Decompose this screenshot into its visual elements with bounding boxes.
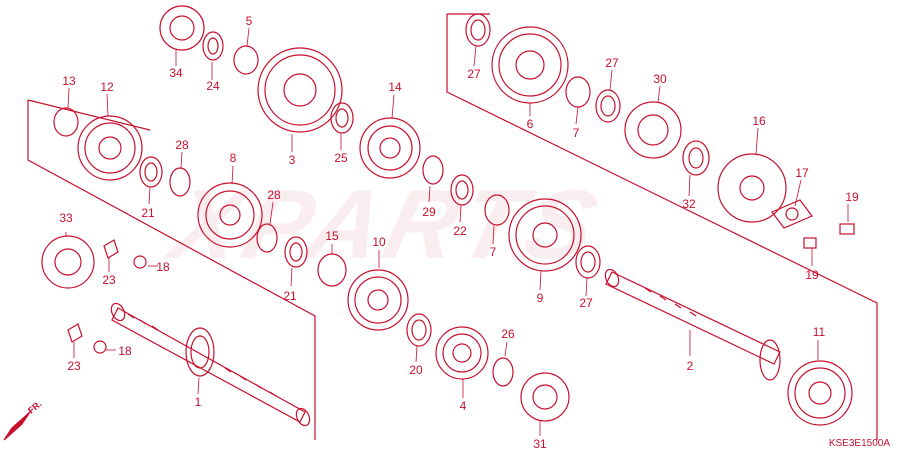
setting-plate-23a	[103, 239, 119, 259]
washer-24	[202, 31, 224, 61]
fixing-plate-17	[771, 199, 813, 229]
callout-c3: 3	[288, 153, 296, 167]
bolt-18b	[93, 340, 107, 354]
callout-c31: 31	[533, 437, 547, 451]
callout-c15: 15	[325, 229, 339, 243]
callout-c7a: 7	[489, 245, 497, 259]
bearing-30	[624, 101, 682, 159]
needle-bearing-15	[317, 253, 347, 287]
callout-c5: 5	[245, 14, 253, 28]
callout-c8: 8	[229, 151, 237, 165]
washer-26	[492, 357, 514, 387]
leader-lines	[65, 27, 849, 436]
washer-21a	[139, 156, 163, 188]
gear-8	[197, 182, 263, 248]
callout-c27a: 27	[467, 67, 481, 81]
callout-c11: 11	[812, 325, 826, 339]
washer-21b	[284, 236, 308, 268]
callout-c23b: 23	[67, 359, 81, 373]
bolt-19b	[803, 237, 817, 249]
setting-plate-23b	[67, 323, 83, 343]
gear-4	[435, 326, 489, 380]
callout-c32: 32	[682, 197, 696, 211]
callout-c7b: 7	[572, 126, 580, 140]
washer-27b	[595, 89, 621, 123]
callout-c28b: 28	[267, 188, 281, 202]
callout-c17: 17	[795, 166, 809, 180]
frame-mainshaft	[446, 14, 878, 440]
sprocket-16	[717, 153, 787, 223]
washer-27a	[465, 13, 491, 47]
callout-c9: 9	[536, 291, 544, 305]
callout-c10: 10	[372, 235, 386, 249]
gear-10	[347, 269, 409, 331]
callout-c4: 4	[459, 399, 467, 413]
bolt-19a	[839, 223, 855, 235]
callout-c14: 14	[388, 80, 402, 94]
collar-13	[53, 107, 79, 137]
washer-25	[330, 102, 354, 134]
frame-countershaft	[27, 100, 316, 440]
bearing-31	[520, 372, 570, 422]
callout-c29: 29	[422, 205, 436, 219]
callout-c21b: 21	[283, 289, 297, 303]
mainshaft-2	[604, 268, 781, 381]
gear-9	[508, 198, 582, 272]
circlip-28b	[256, 223, 278, 253]
bearing-34	[159, 5, 205, 51]
callout-c23a: 23	[102, 273, 116, 287]
frame-line	[27, 99, 151, 131]
callout-c20: 20	[409, 363, 423, 377]
callout-c18b: 18	[118, 344, 132, 358]
washer-20	[406, 313, 432, 347]
callout-c21a: 21	[141, 206, 155, 220]
callout-c33: 33	[59, 211, 73, 225]
gear-11	[787, 360, 853, 426]
callout-c22: 22	[453, 224, 467, 238]
bearing-33	[41, 235, 95, 289]
callout-c13: 13	[62, 74, 76, 88]
callout-c12: 12	[100, 80, 114, 94]
collar-7b	[565, 76, 591, 108]
gear-3	[257, 47, 343, 133]
callout-c19b: 19	[805, 268, 819, 282]
collar-7a	[484, 194, 510, 226]
callout-c28a: 28	[175, 138, 189, 152]
gear-12	[77, 115, 143, 181]
diagram-code: KSE3E1500A	[828, 438, 890, 449]
callout-c27b: 27	[605, 56, 619, 70]
front-arrow-icon	[3, 411, 31, 441]
callout-c16: 16	[752, 114, 766, 128]
circlip-29	[422, 155, 444, 185]
callout-c27c: 27	[579, 296, 593, 310]
callout-c24: 24	[206, 79, 220, 93]
washer-32	[682, 140, 710, 176]
washer-22	[450, 174, 474, 206]
callout-c26: 26	[501, 327, 515, 341]
gear-6	[491, 26, 569, 104]
callout-c30: 30	[653, 72, 667, 86]
countershaft-1	[110, 302, 311, 427]
callout-c18a: 18	[156, 260, 170, 274]
gear-14	[359, 117, 421, 179]
circlip-28a	[169, 167, 191, 197]
callout-c25: 25	[334, 151, 348, 165]
callout-c2: 2	[686, 359, 694, 373]
gear-on-shaft-1	[185, 327, 215, 377]
collar-5	[233, 45, 259, 75]
washer-27c	[575, 245, 601, 279]
callout-c19a: 19	[845, 190, 859, 204]
callout-c1: 1	[194, 395, 202, 409]
callout-c6: 6	[526, 117, 534, 131]
bolt-18a	[133, 255, 147, 269]
callout-c34: 34	[169, 66, 183, 80]
